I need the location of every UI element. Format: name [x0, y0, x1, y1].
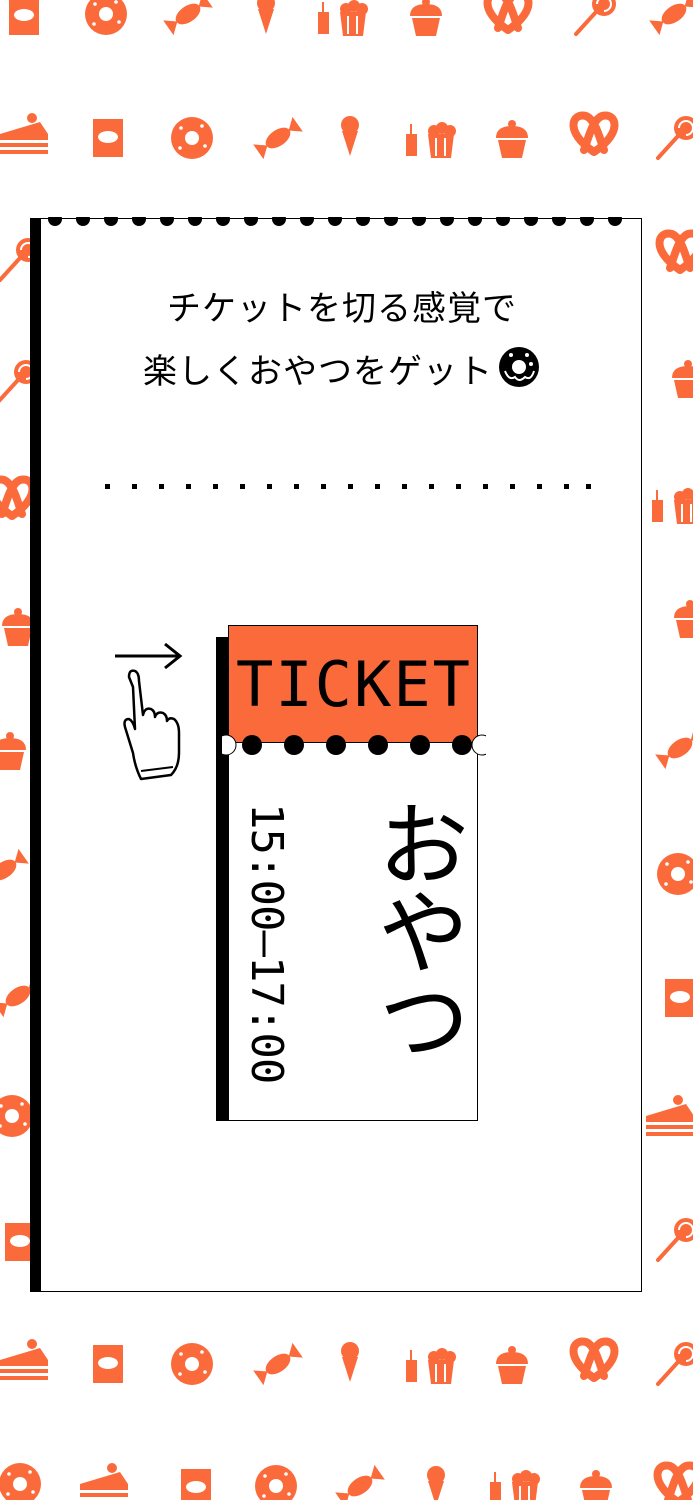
ticket-stub[interactable]: TICKET	[228, 625, 478, 743]
intro-line-2: 楽しくおやつをゲット	[41, 344, 643, 393]
pointing-hand-icon	[123, 669, 181, 781]
arrow-right-icon	[115, 642, 183, 670]
ticket-body: 15:00–17:00 おやつ	[228, 743, 478, 1121]
ticket-header: TICKET	[236, 648, 472, 721]
ticket-name: おやつ	[362, 797, 469, 1061]
ticket-perforation[interactable]	[222, 734, 486, 756]
intro-line-2-text: 楽しくおやつをゲット	[143, 352, 493, 392]
intro-line-1: チケットを切る感覚で	[167, 289, 517, 329]
ticket-time: 15:00–17:00	[241, 803, 292, 1084]
dotted-divider	[105, 484, 591, 489]
card-perforation-edge	[48, 217, 622, 226]
ticket[interactable]: 15:00–17:00 おやつ TICKET	[216, 625, 486, 1123]
ticket-card: チケットを切る感覚で 楽しくおやつをゲット 15:00–17:00 おやつ TI…	[40, 217, 643, 1292]
donut-icon	[499, 347, 539, 387]
